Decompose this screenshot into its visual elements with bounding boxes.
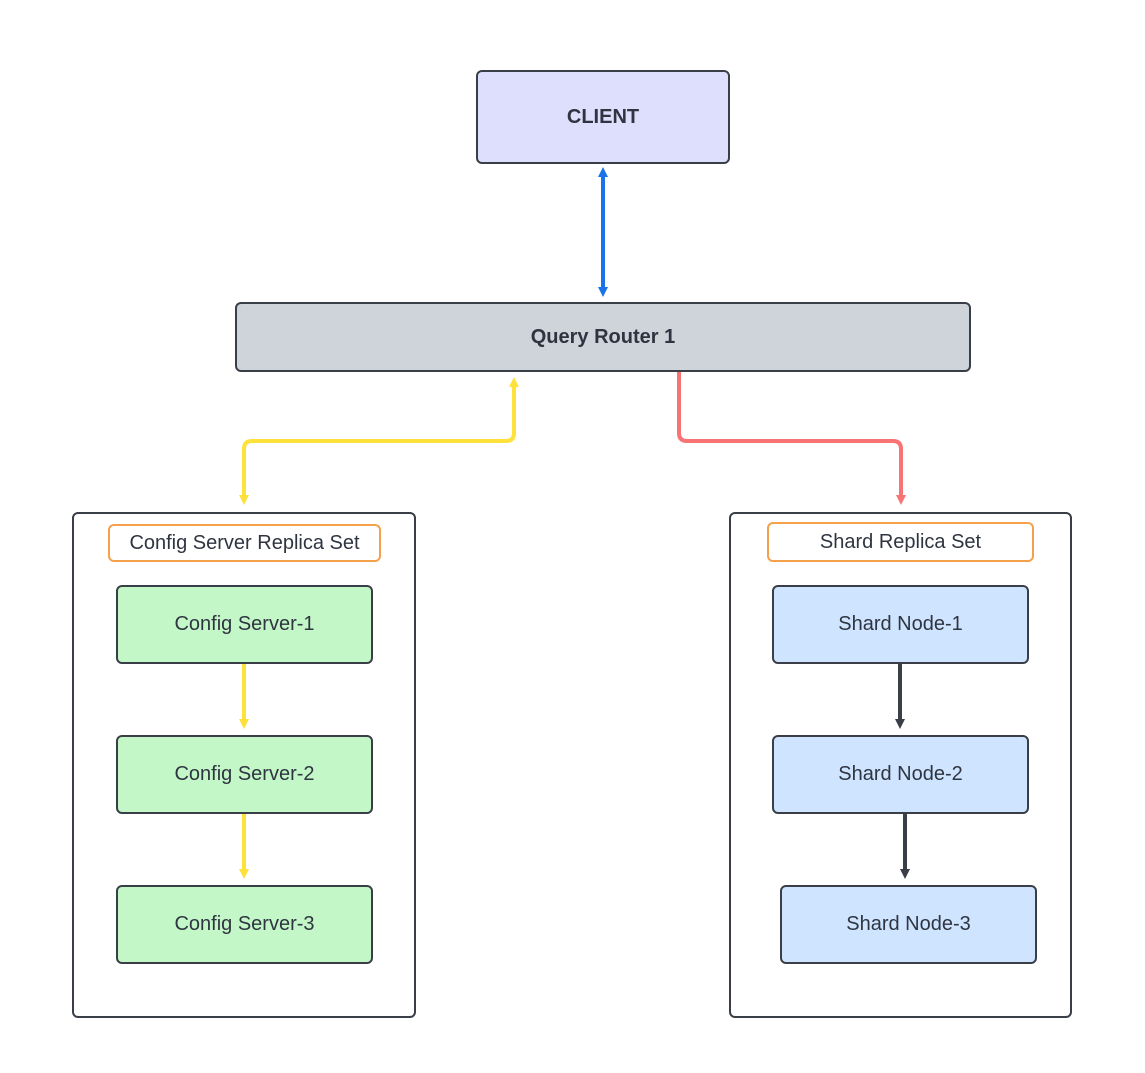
edge-router-config-set (239, 377, 519, 505)
config-server-3-node[interactable]: Config Server-3 (116, 885, 373, 964)
config-server-1-node[interactable]: Config Server-1 (116, 585, 373, 664)
config-replica-set-title: Config Server Replica Set (108, 524, 381, 562)
edge-router-shard-set (677, 372, 906, 505)
client-node[interactable]: CLIENT (476, 70, 730, 164)
shard-node-2[interactable]: Shard Node-2 (772, 735, 1029, 814)
query-router-node[interactable]: Query Router 1 (235, 302, 971, 372)
config-server-2-node[interactable]: Config Server-2 (116, 735, 373, 814)
shard-replica-set-title: Shard Replica Set (767, 522, 1034, 562)
shard-node-3[interactable]: Shard Node-3 (780, 885, 1037, 964)
shard-node-1[interactable]: Shard Node-1 (772, 585, 1029, 664)
